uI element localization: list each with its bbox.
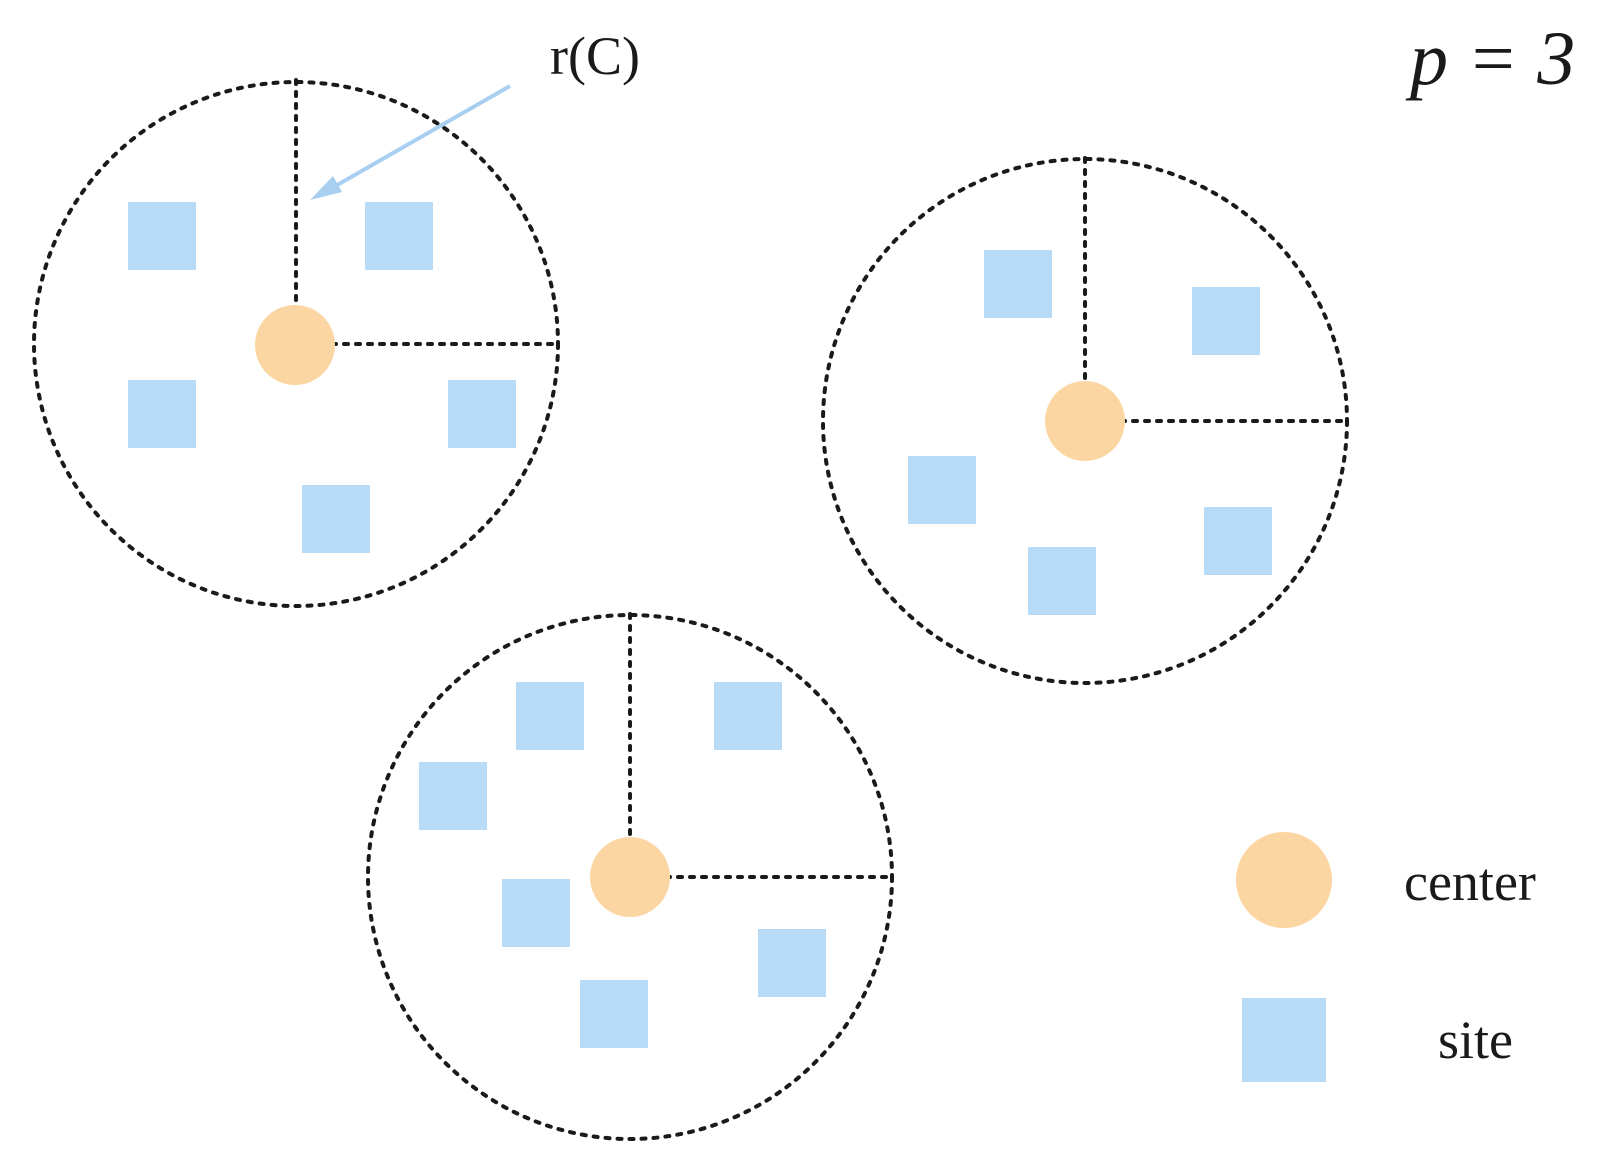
site (714, 682, 782, 750)
site (128, 380, 196, 448)
radius-label: r(C) (550, 26, 640, 86)
site (758, 929, 826, 997)
cluster-1 (32, 78, 560, 608)
legend: center site (1236, 832, 1536, 1082)
site (516, 682, 584, 750)
site (908, 456, 976, 524)
site (1204, 507, 1272, 575)
site (419, 762, 487, 830)
radius-annotation: r(C) (310, 26, 640, 200)
radius-arrow-shaft (324, 84, 511, 194)
cluster-2 (821, 156, 1349, 685)
radius-arrow-head (310, 176, 342, 200)
site (302, 485, 370, 553)
legend-center-marker (1236, 832, 1332, 928)
site (448, 380, 516, 448)
site (502, 879, 570, 947)
legend-center-label: center (1404, 852, 1536, 912)
site (128, 202, 196, 270)
site (365, 202, 433, 270)
legend-site-marker (1242, 998, 1326, 1082)
p-label: p = 3 (1405, 17, 1575, 101)
legend-site-label: site (1438, 1010, 1513, 1070)
cluster-3 (366, 612, 894, 1141)
site (1192, 287, 1260, 355)
site (1028, 547, 1096, 615)
site (984, 250, 1052, 318)
center (1045, 381, 1125, 461)
site (580, 980, 648, 1048)
center (590, 837, 670, 917)
center (255, 305, 335, 385)
